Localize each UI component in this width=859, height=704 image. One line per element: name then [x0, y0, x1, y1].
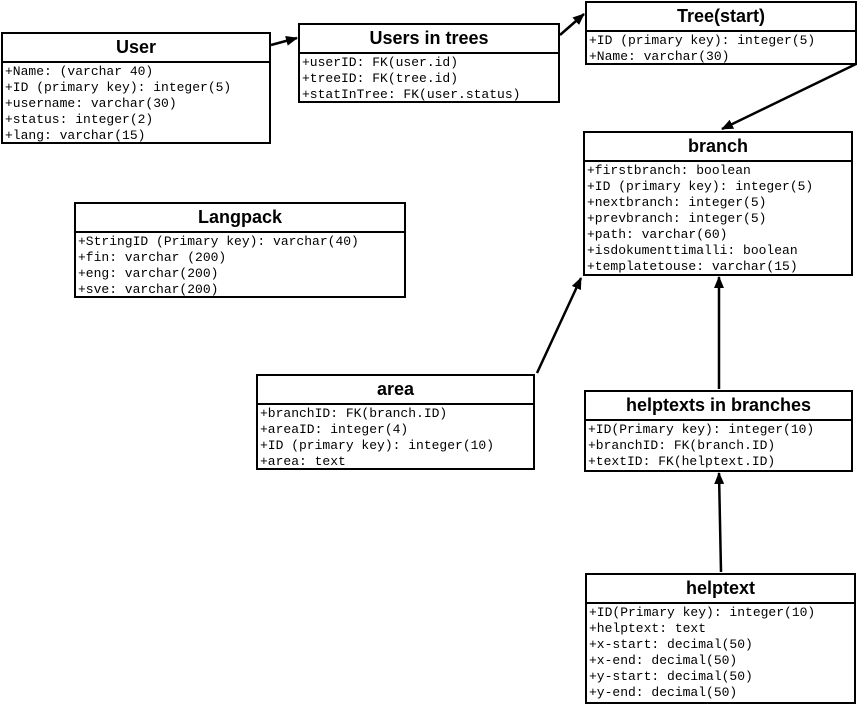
attribute: +ID (primary key): integer(10)	[260, 438, 495, 453]
attribute: +username: varchar(30)	[5, 96, 177, 111]
class-title: Users in trees	[300, 25, 558, 54]
class-helptexts-in-branches[interactable]: helptexts in branches +ID(Primary key): …	[584, 390, 853, 472]
arrow-helptext-to-helptexts-in-branches	[714, 472, 725, 573]
attribute: +ID (primary key): integer(5)	[587, 179, 814, 194]
attribute: +area: text	[260, 454, 346, 469]
attribute: +ID (primary key): integer(5)	[589, 33, 816, 48]
attribute: +x-start: decimal(50)	[589, 637, 753, 652]
attribute: +Name: (varchar 40)	[5, 64, 154, 79]
class-title: Langpack	[76, 204, 404, 233]
attribute: +isdokumenttimalli: boolean	[587, 243, 798, 258]
attribute: +ID(Primary key): integer(10)	[589, 605, 816, 620]
class-langpack[interactable]: Langpack +StringID (Primary key): varcha…	[74, 202, 406, 298]
attribute: +branchID: FK(branch.ID)	[260, 406, 448, 421]
attribute: +treeID: FK(tree.id)	[302, 71, 459, 86]
attribute: +path: varchar(60)	[587, 227, 728, 242]
attribute: +x-end: decimal(50)	[589, 653, 738, 668]
attribute: +statInTree: FK(user.status)	[302, 87, 521, 102]
class-title: helptext	[587, 575, 854, 604]
class-user[interactable]: User +Name: (varchar 40) +ID (primary ke…	[1, 32, 271, 144]
class-title: helptexts in branches	[586, 392, 851, 421]
attribute: +sve: varchar(200)	[78, 282, 219, 297]
attribute: +templatetouse: varchar(15)	[587, 259, 798, 274]
attribute: +eng: varchar(200)	[78, 266, 219, 281]
attribute: +prevbranch: integer(5)	[587, 211, 767, 226]
class-title: Tree(start)	[587, 3, 855, 32]
attribute: +ID(Primary key): integer(10)	[588, 422, 815, 437]
arrow-users-in-trees-to-tree	[559, 13, 585, 36]
attribute: +lang: varchar(15)	[5, 128, 146, 143]
attribute: +y-end: decimal(50)	[589, 685, 738, 700]
arrow-tree-to-branch	[721, 62, 857, 131]
attribute: +Name: varchar(30)	[589, 49, 730, 64]
attribute: +textID: FK(helptext.ID)	[588, 454, 776, 469]
arrow-area-to-branch	[535, 277, 583, 374]
attribute: +userID: FK(user.id)	[302, 55, 459, 70]
attribute: +y-start: decimal(50)	[589, 669, 753, 684]
attribute: +firstbranch: boolean	[587, 163, 751, 178]
attribute: +areaID: integer(4)	[260, 422, 409, 437]
class-title: User	[3, 34, 269, 63]
attribute: +branchID: FK(branch.ID)	[588, 438, 776, 453]
attribute: +nextbranch: integer(5)	[587, 195, 767, 210]
class-area[interactable]: area +branchID: FK(branch.ID) +areaID: i…	[256, 374, 535, 470]
class-title: area	[258, 376, 533, 405]
class-branch[interactable]: branch +firstbranch: boolean +ID (primar…	[583, 131, 853, 276]
class-helptext[interactable]: helptext +ID(Primary key): integer(10) +…	[585, 573, 856, 704]
attribute: +status: integer(2)	[5, 112, 154, 127]
class-tree[interactable]: Tree(start) +ID (primary key): integer(5…	[585, 1, 857, 65]
attribute: +helptext: text	[589, 621, 707, 636]
attribute: +ID (primary key): integer(5)	[5, 80, 232, 95]
arrow-user-to-users-in-trees	[270, 36, 298, 47]
attribute: +StringID (Primary key): varchar(40)	[78, 234, 359, 249]
class-title: branch	[585, 133, 851, 162]
attribute: +fin: varchar (200)	[78, 250, 227, 265]
class-users-in-trees[interactable]: Users in trees +userID: FK(user.id) +tre…	[298, 23, 560, 103]
